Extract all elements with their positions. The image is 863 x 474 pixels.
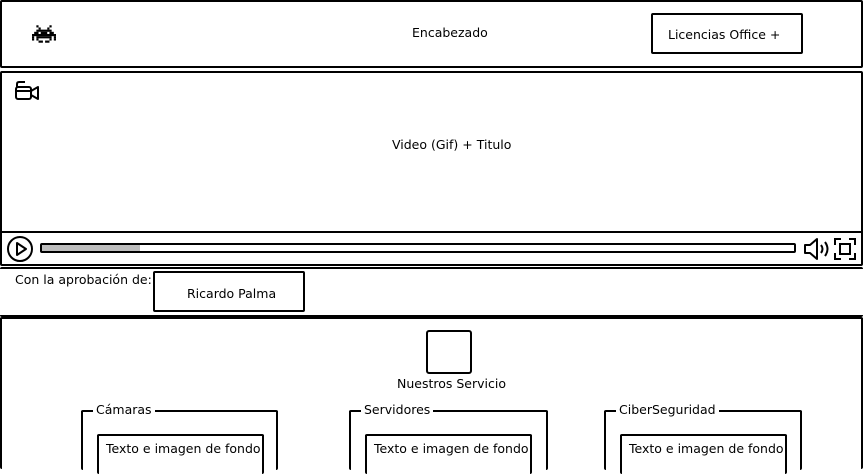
video-camera-icon (15, 81, 39, 100)
header-title: Encabezado (412, 25, 488, 40)
service-card-content: Texto e imagen de fondo (365, 434, 532, 474)
video-player[interactable] (0, 71, 863, 266)
service-card-content-text: Texto e imagen de fondo (106, 441, 261, 456)
video-progress-fill (42, 245, 140, 251)
service-card-content: Texto e imagen de fondo (97, 434, 264, 474)
services-title: Nuestros Servicio (397, 376, 507, 391)
approval-bar (0, 267, 863, 317)
fullscreen-icon[interactable] (834, 238, 856, 260)
controls-divider (0, 231, 863, 233)
service-card-cybersecurity[interactable]: CiberSeguridad Texto e imagen de fondo (604, 402, 802, 474)
service-card-title: CiberSeguridad (616, 402, 719, 417)
service-card-content: Texto e imagen de fondo (620, 434, 787, 474)
volume-icon[interactable] (803, 236, 831, 262)
service-card-title: Cámaras (93, 402, 155, 417)
office-licenses-button[interactable]: Licencias Office + (651, 13, 803, 54)
office-licenses-button-label: Licencias Office + (668, 27, 781, 42)
service-card-servers[interactable]: Servidores Texto e imagen de fondo (349, 402, 548, 474)
service-card-content-text: Texto e imagen de fondo (374, 441, 529, 456)
video-title: Video (Gif) + Titulo (392, 137, 512, 152)
play-icon[interactable] (6, 235, 34, 263)
service-card-title: Servidores (361, 402, 434, 417)
space-invader-icon[interactable] (32, 24, 56, 44)
services-image-placeholder (426, 330, 472, 374)
approval-label: Con la aprobación de: (15, 272, 152, 287)
approver-button-label: Ricardo Palma (187, 286, 277, 301)
video-progress-bar[interactable] (40, 243, 796, 253)
service-card-content-text: Texto e imagen de fondo (629, 441, 784, 456)
approver-button[interactable]: Ricardo Palma (153, 271, 305, 312)
service-card-cameras[interactable]: Cámaras Texto e imagen de fondo (81, 402, 278, 474)
